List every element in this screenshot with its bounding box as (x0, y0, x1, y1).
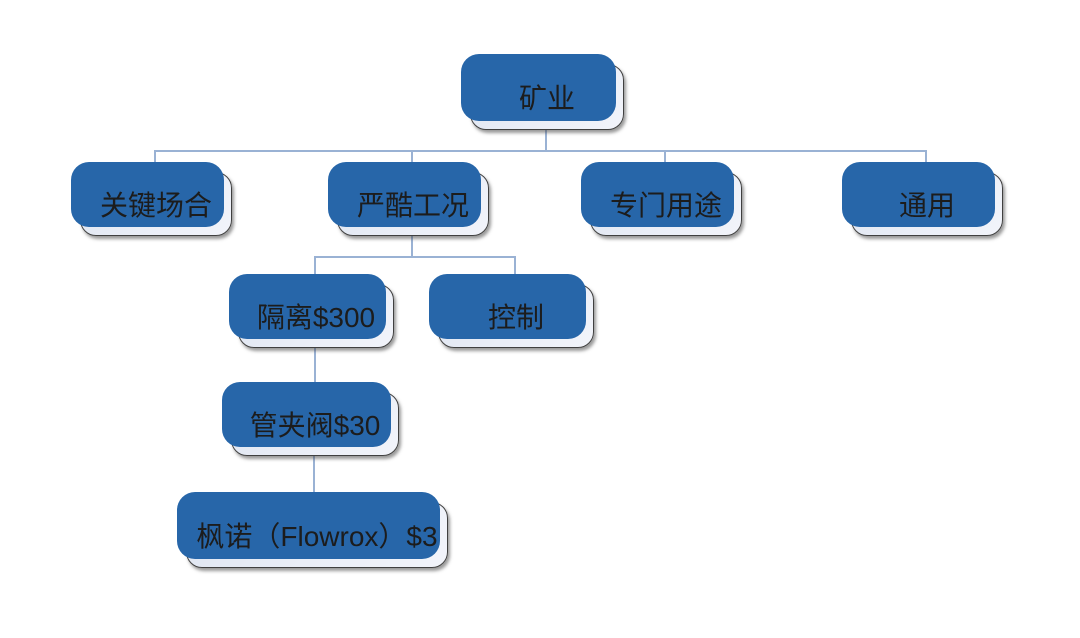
node-control-label: 控制 (487, 302, 544, 333)
node-mining-label: 矿业 (518, 83, 575, 114)
node-pinch-valve[interactable]: 管夹阀$30 (231, 392, 399, 456)
node-pinch-valve-label: 管夹阀$30 (249, 410, 381, 441)
connector-drop-isolation (314, 256, 316, 286)
node-critical-label: 关键场合 (99, 190, 212, 221)
node-general-label: 通用 (898, 190, 955, 221)
connector-severe-stem (411, 232, 413, 258)
node-isolation-label: 隔离$300 (256, 302, 376, 333)
node-general-purpose[interactable]: 通用 (851, 172, 1003, 236)
connector-root-stem (545, 126, 547, 152)
connector-isolation-pinch (314, 344, 316, 394)
node-flowrox-label: 枫诺（Flowrox）$3 (196, 521, 438, 552)
node-severe-service[interactable]: 严酷工况 (337, 172, 489, 236)
connector-level1-bus (154, 150, 927, 152)
connector-pinch-flowrox (313, 452, 315, 504)
node-isolation[interactable]: 隔离$300 (238, 284, 394, 348)
node-critical-applications[interactable]: 关键场合 (80, 172, 232, 236)
node-severe-label: 严酷工况 (356, 190, 469, 221)
node-mining[interactable]: 矿业 (470, 64, 624, 130)
connector-drop-control (514, 256, 516, 286)
node-special-label: 专门用途 (609, 190, 722, 221)
node-special-purpose[interactable]: 专门用途 (590, 172, 742, 236)
connector-level2-bus (314, 256, 516, 258)
node-control[interactable]: 控制 (438, 284, 594, 348)
node-flowrox[interactable]: 枫诺（Flowrox）$3 (186, 502, 448, 568)
